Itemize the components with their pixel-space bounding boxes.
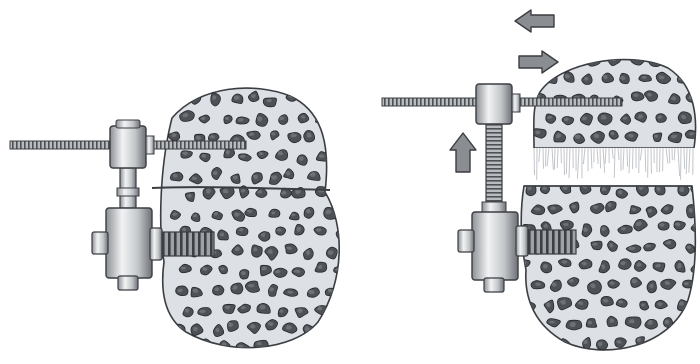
arrow-right-icon (519, 51, 558, 73)
bone-pore (296, 344, 309, 353)
bone-pore-highlight (280, 346, 286, 351)
arrow-left-icon (515, 10, 554, 32)
bone-pore (223, 304, 235, 313)
bone-pore-highlight (543, 337, 549, 341)
bone-pore (327, 172, 339, 185)
bone-pore-highlight (329, 137, 334, 141)
bone-pore-highlight (315, 346, 319, 349)
bone-pore (336, 115, 348, 126)
bone-pore (692, 295, 700, 308)
bone-pore-highlight (696, 298, 700, 303)
bone-pore-highlight (693, 186, 698, 189)
fibril (543, 148, 544, 169)
bone-pore (546, 114, 556, 123)
bone-pore-highlight (666, 55, 671, 60)
fixation-screw (528, 230, 576, 254)
bone-pore-highlight (531, 321, 536, 326)
bone-pore-highlight (689, 323, 693, 327)
bone-pore (677, 337, 688, 346)
bone-pore (173, 95, 182, 105)
lower-bone-segment (518, 182, 700, 351)
base-housing (92, 208, 162, 290)
bone-pore-highlight (338, 117, 343, 122)
bone-pore-highlight (696, 339, 700, 343)
bone-pore (325, 93, 335, 107)
distraction-gap (530, 148, 696, 186)
fibril (600, 148, 601, 168)
bone-pore-highlight (690, 58, 695, 62)
bone-pore (688, 56, 697, 67)
right-panel-after-distraction (382, 10, 700, 351)
bone-pore (335, 306, 347, 315)
bone-pore-highlight (202, 342, 208, 346)
bone-pore (573, 51, 586, 63)
bone-pore (541, 333, 554, 346)
bone-pore-highlight (327, 95, 332, 100)
bone-pore (323, 322, 335, 331)
bone-pore (252, 245, 263, 257)
bone-pore (277, 344, 291, 356)
bone-pore-highlight (297, 346, 304, 350)
fibril (632, 148, 633, 169)
post-collar (117, 188, 139, 196)
bone-pore (335, 149, 346, 163)
bone-pore-highlight (338, 193, 343, 198)
bone-pore (686, 322, 696, 331)
bone-pore (693, 336, 700, 347)
bone-pore (326, 135, 339, 146)
bone-pore (336, 230, 346, 239)
bone-pore-highlight (187, 342, 191, 346)
bone-pore-highlight (336, 153, 341, 158)
bone-pore-highlight (325, 324, 330, 327)
bone-pore-highlight (528, 338, 533, 342)
bone-pore-highlight (546, 74, 552, 78)
bone-pore-highlight (679, 338, 684, 342)
bone-pore (543, 73, 557, 84)
bone-pore-highlight (574, 53, 580, 58)
left-panel-before-distraction (10, 88, 347, 356)
fibril (554, 148, 555, 170)
bone-pore (665, 53, 676, 63)
rod-clamp (476, 84, 520, 124)
bone-segment (161, 88, 348, 356)
base-housing (458, 212, 528, 292)
bone-pore-highlight (646, 244, 651, 247)
bone-pore-highlight (307, 98, 312, 102)
bone-pore-highlight (191, 94, 197, 99)
bone-pore (526, 336, 537, 344)
bone-pore (529, 320, 541, 330)
bone-pore-highlight (655, 342, 659, 346)
bone-pore-highlight (336, 346, 342, 349)
bone-pore (334, 344, 346, 352)
bone-pore-highlight (175, 98, 179, 101)
bone-pore (184, 340, 193, 350)
bone-pore-highlight (328, 174, 333, 179)
fixation-screw (162, 232, 214, 256)
bone-pore (306, 95, 315, 108)
fibril (684, 148, 685, 169)
bone-pore (313, 344, 325, 352)
fibril (566, 148, 567, 174)
bone-pore-highlight (589, 57, 596, 61)
fibril (627, 148, 628, 167)
bone-pore (336, 191, 347, 201)
arrow-up-icon (450, 133, 476, 172)
post-collar (482, 202, 506, 212)
rod-clamp (110, 120, 154, 168)
bone-pore (653, 340, 662, 350)
bone-pore-highlight (337, 307, 343, 311)
